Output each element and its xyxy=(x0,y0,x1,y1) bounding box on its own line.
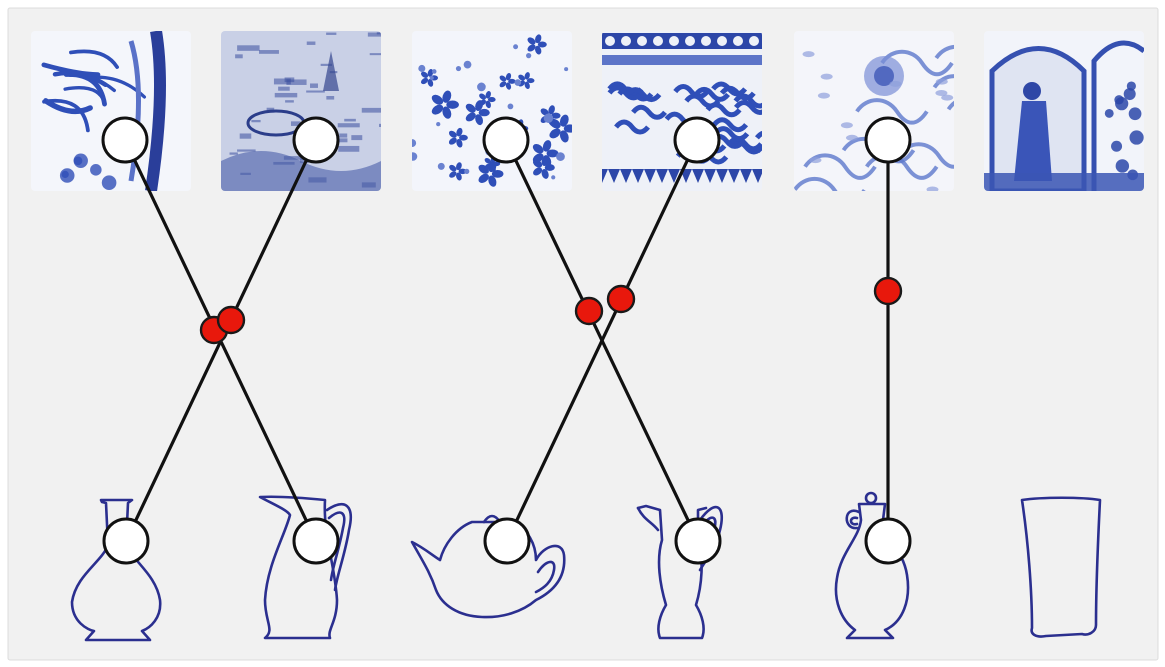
red-midpoint-node xyxy=(873,276,903,306)
jug-outline xyxy=(258,495,352,640)
top-endpoint-node xyxy=(673,116,721,164)
red-midpoint-node xyxy=(216,305,246,335)
pattern-tile-floral-dense xyxy=(412,31,572,191)
bottom-endpoint-node xyxy=(483,517,531,565)
red-midpoint-node xyxy=(574,296,604,326)
pattern-tile-bands xyxy=(602,31,762,191)
pattern-tile-figure xyxy=(984,31,1144,191)
bottom-endpoint-node xyxy=(102,517,150,565)
match-nodes xyxy=(101,116,912,565)
pattern-tile-floral-light xyxy=(794,31,954,191)
pattern-tile-dragon xyxy=(31,31,191,191)
bottom-endpoint-node xyxy=(674,517,722,565)
top-endpoint-node xyxy=(292,116,340,164)
bottom-endpoint-node xyxy=(292,517,340,565)
bottom-endpoint-node xyxy=(864,517,912,565)
red-midpoint-node xyxy=(606,284,636,314)
beaker-outline xyxy=(1020,496,1102,638)
match-line-4 xyxy=(505,139,699,542)
pattern-tiles xyxy=(31,31,1144,191)
vase-outline xyxy=(70,498,162,642)
top-endpoint-node xyxy=(864,116,912,164)
top-endpoint-node xyxy=(101,116,149,164)
pattern-tile-landscape xyxy=(221,31,381,191)
top-endpoint-node xyxy=(482,116,530,164)
